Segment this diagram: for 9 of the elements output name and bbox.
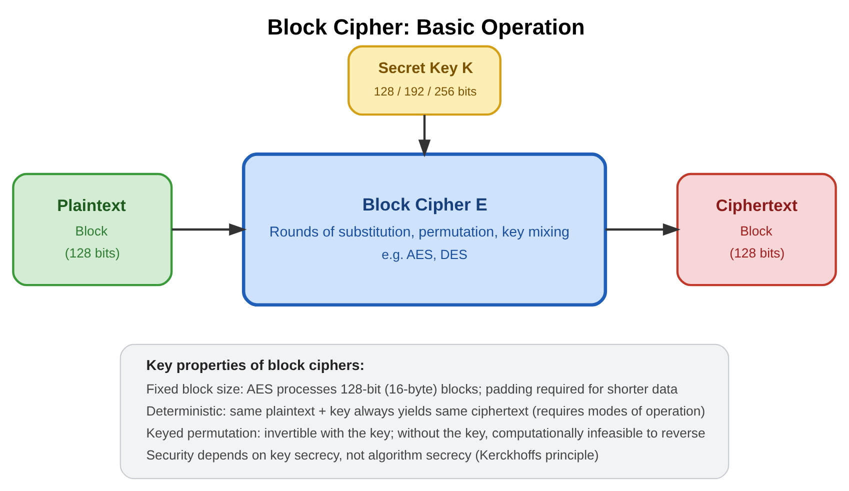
- node-box: Plaintext Block (128 bits): [12, 172, 173, 286]
- arrow: [418, 114, 431, 157]
- diagram-title: Block Cipher: Basic Operation: [267, 14, 585, 39]
- node-box: Block Cipher E Rounds of substitution, permutation, key mixing e.g. AES, DES: [242, 152, 608, 306]
- node-box: Key properties of block ciphers: Fixed block size: AES processes 128-bit (16-byte) blocks; padding required for shorter data Deterministic: same plaintext + key always yields same ciphertext (requires modes of operation) Keyed permutation: invertible with the key; without the key, computationally infeasible to reverse Security depends on key secrecy, not algorithm secrecy (Kerckhoffs principle): [120, 343, 730, 479]
- node-box: Secret Key K 128 / 192 / 256 bits: [348, 44, 502, 116]
- arrow: [172, 222, 247, 236]
- node-box: Ciphertext Block (128 bits): [676, 172, 837, 286]
- arrow: [606, 222, 681, 236]
